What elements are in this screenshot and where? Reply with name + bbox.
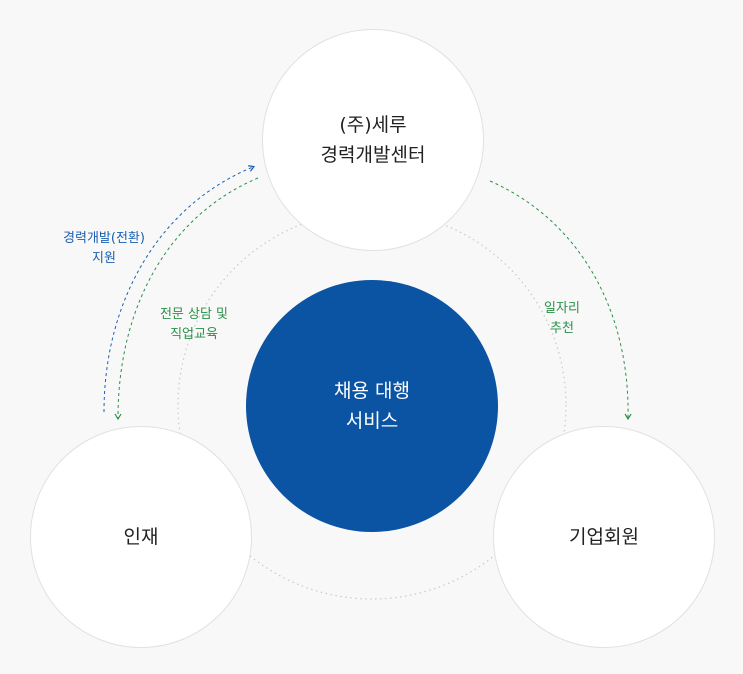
job-recommend-label: 일자리 추천 bbox=[522, 299, 602, 339]
recruitment-service-node: 채용 대행 서비스 bbox=[246, 280, 498, 532]
career-support-line2: 지원 bbox=[92, 251, 116, 266]
counseling-line2: 직업교육 bbox=[170, 327, 218, 342]
recruitment-service-line1: 채용 대행 bbox=[334, 380, 410, 402]
talent-node: 인재 bbox=[30, 426, 252, 648]
job-recommend-line2: 추천 bbox=[550, 321, 574, 336]
corporate-member-node: 기업회원 bbox=[493, 426, 715, 648]
corporate-member-label: 기업회원 bbox=[569, 526, 639, 548]
recruitment-service-line2: 서비스 bbox=[345, 410, 399, 432]
counseling-label: 전문 상담 및 직업교육 bbox=[134, 305, 254, 345]
counseling-line1: 전문 상담 및 bbox=[159, 307, 229, 322]
career-center-subtitle: 경력개발센터 bbox=[320, 144, 426, 166]
outer-ring bbox=[177, 210, 567, 600]
career-support-label: 경력개발(전환) 지원 bbox=[34, 229, 174, 269]
counseling-arrow bbox=[114, 177, 259, 421]
job-recommend-line1: 일자리 bbox=[544, 301, 580, 316]
career-center-name: (주)세루 bbox=[339, 114, 407, 136]
career-center-node: (주)세루 경력개발센터 bbox=[262, 29, 484, 251]
career-support-arrow bbox=[103, 165, 256, 413]
career-support-line1: 경력개발(전환) bbox=[63, 231, 145, 246]
talent-label: 인재 bbox=[123, 526, 159, 548]
job-recommend-arrow bbox=[489, 180, 632, 421]
